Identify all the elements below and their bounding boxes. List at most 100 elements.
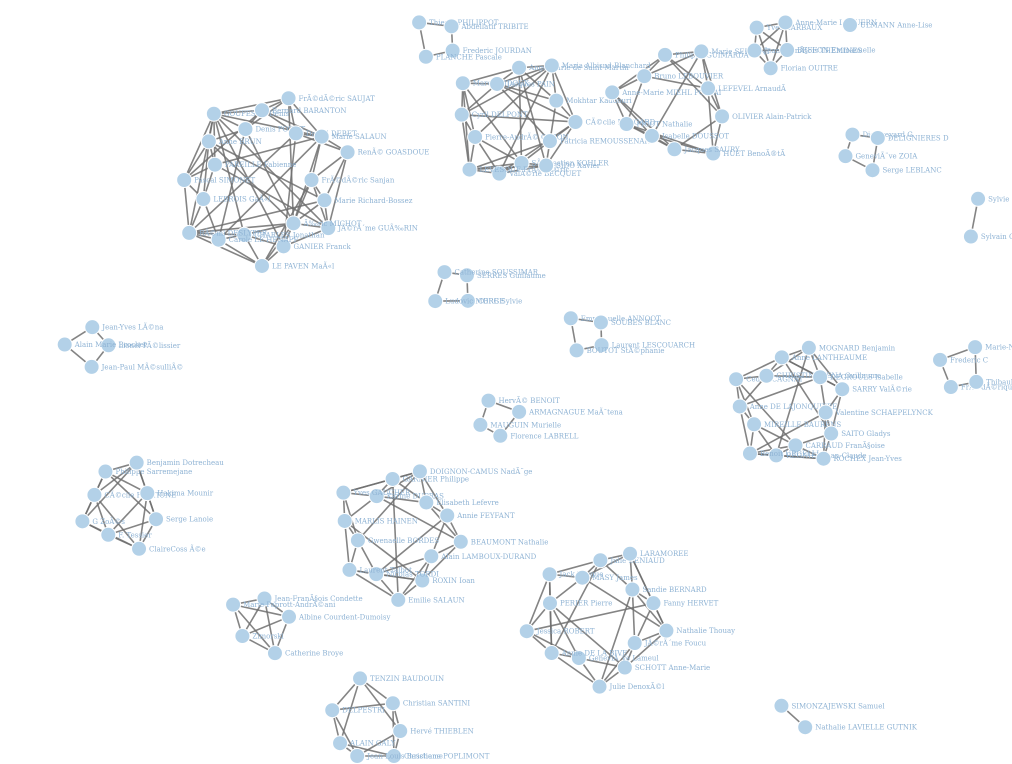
- node-circle[interactable]: [728, 371, 745, 388]
- node-circle[interactable]: [384, 470, 401, 487]
- node-circle[interactable]: [335, 484, 352, 501]
- graph-node-simonzajewski-samuel[interactable]: SIMONZAJEWSKI Samuel: [773, 697, 885, 714]
- graph-node-beffon-emmanuelle[interactable]: BEFFON Emmanuelle: [779, 42, 876, 59]
- node-circle[interactable]: [800, 339, 817, 356]
- graph-node-julie-denox-l[interactable]: Julie DenoxÃ©l: [591, 678, 665, 695]
- graph-node-jacques-pain[interactable]: Jacques PAIN: [489, 75, 555, 92]
- node-circle[interactable]: [74, 513, 91, 530]
- node-circle[interactable]: [131, 540, 148, 557]
- node-circle[interactable]: [392, 723, 409, 740]
- graph-node-jean-yves-l-na[interactable]: Jean-Yves LÃ©na: [84, 319, 164, 336]
- node-circle[interactable]: [970, 190, 987, 207]
- graph-node-fr-d-ric-saujat[interactable]: FrÃ©dÃ©ric SAUJAT: [280, 90, 375, 107]
- node-circle[interactable]: [320, 220, 337, 237]
- graph-node-gwenaelle-bordes[interactable]: Gwenaelle BORDES: [349, 532, 439, 549]
- graph-node-daniel-debet[interactable]: Daniel DEBET: [287, 125, 357, 142]
- node-circle[interactable]: [773, 697, 790, 714]
- graph-node-yves-garbaux[interactable]: Yves GARBAUX: [748, 19, 822, 36]
- graph-node-emilie-salaun[interactable]: Emilie SALAUN: [390, 591, 465, 608]
- node-circle[interactable]: [869, 129, 886, 146]
- node-circle[interactable]: [567, 113, 584, 130]
- graph-node-g-zo-s[interactable]: G ZoÃ©s: [74, 513, 125, 530]
- node-circle[interactable]: [316, 192, 333, 209]
- node-circle[interactable]: [200, 133, 217, 150]
- graph-node-marlis-hainen[interactable]: MARLIS HAINEN: [336, 512, 418, 529]
- graph-node-fr-d-ric-sanjan[interactable]: FrÃ©dÃ©ric Sanjan: [303, 172, 395, 188]
- node-circle[interactable]: [287, 125, 304, 142]
- node-circle[interactable]: [461, 161, 478, 178]
- graph-node-valentine-schaepelynck[interactable]: Valentine SCHAEPELYNCK: [817, 404, 934, 421]
- node-circle[interactable]: [266, 645, 283, 662]
- graph-node-masy-james[interactable]: MASY James: [574, 569, 638, 586]
- node-circle[interactable]: [574, 569, 591, 586]
- node-circle[interactable]: [454, 75, 471, 92]
- graph-node-cedric-cagnat[interactable]: Cedric CAGNAT: [728, 371, 804, 388]
- graph-node-marie-paprott-andr-ani[interactable]: Marie Paprott-AndrÃ©ani: [225, 596, 337, 613]
- graph-node-laurent-lescouarch[interactable]: Laurent LESCOUARCH: [593, 337, 695, 354]
- graph-node-pascal-simonet[interactable]: Pascal SIMONET: [176, 172, 256, 188]
- node-circle[interactable]: [139, 485, 156, 502]
- graph-node-emmanuelle-annoot[interactable]: Emmanuelle ANNOOT: [562, 310, 661, 327]
- node-circle[interactable]: [817, 404, 834, 421]
- graph-node-dieuweyard-g[interactable]: Dieuweyard G: [844, 126, 913, 143]
- node-circle[interactable]: [645, 595, 662, 612]
- node-circle[interactable]: [844, 126, 861, 143]
- graph-node-herv-thieblen[interactable]: Hervé THIEBLEN: [392, 723, 474, 740]
- node-circle[interactable]: [700, 80, 717, 97]
- node-circle[interactable]: [666, 141, 683, 158]
- node-circle[interactable]: [731, 398, 748, 415]
- graph-node-anne-brun[interactable]: Anne BRUN: [200, 133, 262, 150]
- node-circle[interactable]: [604, 84, 621, 101]
- node-circle[interactable]: [427, 293, 444, 310]
- node-circle[interactable]: [705, 145, 722, 162]
- graph-node-alain-galy[interactable]: ALAIN GALY: [332, 735, 396, 752]
- graph-node-cyril-delpont[interactable]: Cyril DELPONT: [453, 106, 528, 123]
- graph-node-benjamin-dotrecheau[interactable]: Benjamin Dotrecheau: [128, 454, 224, 471]
- graph-node-bruno-lebouvier[interactable]: Bruno LEBOUVIER: [636, 68, 724, 85]
- graph-node-genevi-ve-zoia[interactable]: GeneviÃ¨ve ZOIA: [837, 148, 918, 165]
- graph-node-jacques-saury[interactable]: Jacques SAURY: [666, 141, 740, 158]
- graph-node-isabelle-doussot[interactable]: Isabelle DOUSSOT: [643, 127, 729, 144]
- node-circle[interactable]: [714, 108, 731, 125]
- graph-node-val-rie-becquet[interactable]: ValÃ©rie BECQUET: [491, 165, 582, 182]
- graph-node-serge-leblanc[interactable]: Serge LEBLANC: [864, 162, 942, 179]
- graph-node-anne-lantheaume[interactable]: Anne LANTHEAUME: [773, 349, 867, 366]
- node-circle[interactable]: [176, 172, 193, 188]
- graph-node-marie-no-lle-raby[interactable]: Marie-NoÃ«lle Raby: [967, 339, 1012, 356]
- node-circle[interactable]: [658, 622, 675, 639]
- node-circle[interactable]: [616, 659, 633, 676]
- graph-node-lefevel-arnaud[interactable]: LEFEVEL ArnaudÃ: [700, 80, 787, 97]
- graph-node-jessica-robert[interactable]: Jessica ROBERT: [518, 623, 595, 640]
- graph-node-soubes-blanc[interactable]: SOUBES BLANC: [592, 314, 671, 331]
- graph-node-julie-deniaud[interactable]: Julie DENIAUD: [592, 552, 665, 569]
- node-circle[interactable]: [148, 511, 165, 528]
- graph-node-planche-pascale[interactable]: PLANCHE Pascale: [417, 48, 502, 65]
- graph-node-laurent-talbot[interactable]: Laurent Talbot: [341, 561, 412, 578]
- node-circle[interactable]: [513, 154, 530, 171]
- graph-node-lebrois-ga-l[interactable]: LEBROIS GaÃ«l: [195, 191, 271, 208]
- graph-node-thibault-leroux[interactable]: Thibault Leroux: [968, 373, 1012, 390]
- node-circle[interactable]: [746, 416, 763, 433]
- graph-node-roxin-ioan[interactable]: ROXIN Ioan: [414, 572, 476, 589]
- graph-node-hakima-mounir[interactable]: Hakima Mounir: [139, 485, 214, 502]
- graph-node-christin-elena-guillaume[interactable]: CHRISTIN-ELENA Guillaume: [758, 367, 881, 384]
- graph-node-maria-albisud-blanchard[interactable]: Maria Albisud-Blanchard: [543, 57, 651, 74]
- graph-node-sylvie-bourille[interactable]: Sylvie BOURILLE: [970, 190, 1012, 207]
- graph-node-beaumont-nathalie[interactable]: BEAUMONT Nathalie: [452, 533, 548, 550]
- node-circle[interactable]: [618, 116, 635, 133]
- graph-node-ludovic-morge[interactable]: Ludovic MORGE: [427, 293, 505, 310]
- graph-node-frederic-c[interactable]: Frederic C: [932, 351, 989, 368]
- graph-node-ren-goasdoue[interactable]: RenÃ© GOASDOUE: [339, 144, 429, 161]
- graph-node-mireille-baurens[interactable]: MIREILLE BAURENS: [746, 416, 842, 433]
- node-circle[interactable]: [758, 367, 775, 384]
- graph-node-sido-xavier[interactable]: SIDO Xavier: [538, 157, 601, 174]
- node-circle[interactable]: [339, 144, 356, 161]
- node-circle[interactable]: [236, 226, 253, 243]
- node-circle[interactable]: [837, 148, 854, 165]
- node-circle[interactable]: [779, 42, 796, 59]
- graph-node-catherine-soussimar[interactable]: Catherine SOUSSIMAR: [436, 264, 539, 281]
- graph-node-frederic-jourdan[interactable]: Frederic JOURDAN: [444, 42, 532, 59]
- node-circle[interactable]: [626, 635, 643, 652]
- graph-node-tenzin-baudouin[interactable]: TENZIN BAUDOUIN: [352, 670, 445, 687]
